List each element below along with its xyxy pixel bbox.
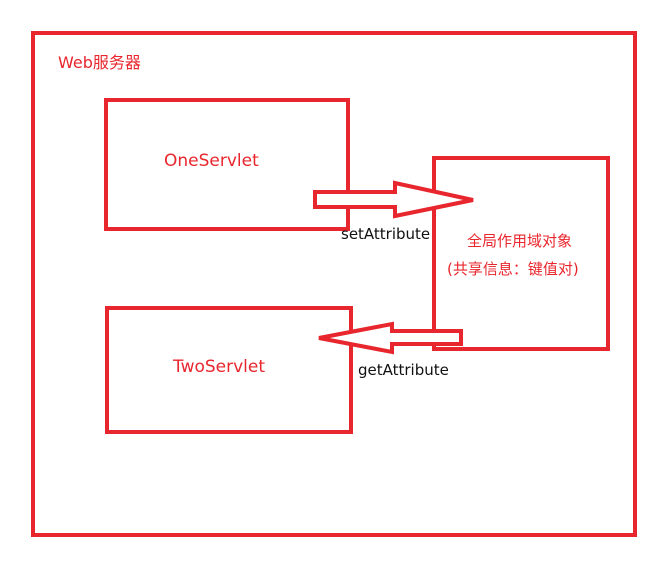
two-servlet-box — [105, 306, 353, 434]
get-attribute-label: getAttribute — [358, 361, 449, 379]
web-server-box — [31, 31, 637, 537]
global-scope-box — [432, 156, 610, 351]
web-server-title: Web服务器 — [58, 53, 141, 72]
one-servlet-label: OneServlet — [164, 151, 259, 171]
global-scope-label: 全局作用域对象 — [467, 232, 573, 250]
set-attribute-arrow — [313, 180, 474, 219]
one-servlet-box — [104, 98, 350, 231]
get-attribute-arrow — [318, 321, 463, 355]
global-scope-sublabel: (共享信息：键值对) — [447, 260, 579, 278]
two-servlet-label: TwoServlet — [173, 357, 266, 377]
set-attribute-label: setAttribute — [341, 225, 431, 243]
